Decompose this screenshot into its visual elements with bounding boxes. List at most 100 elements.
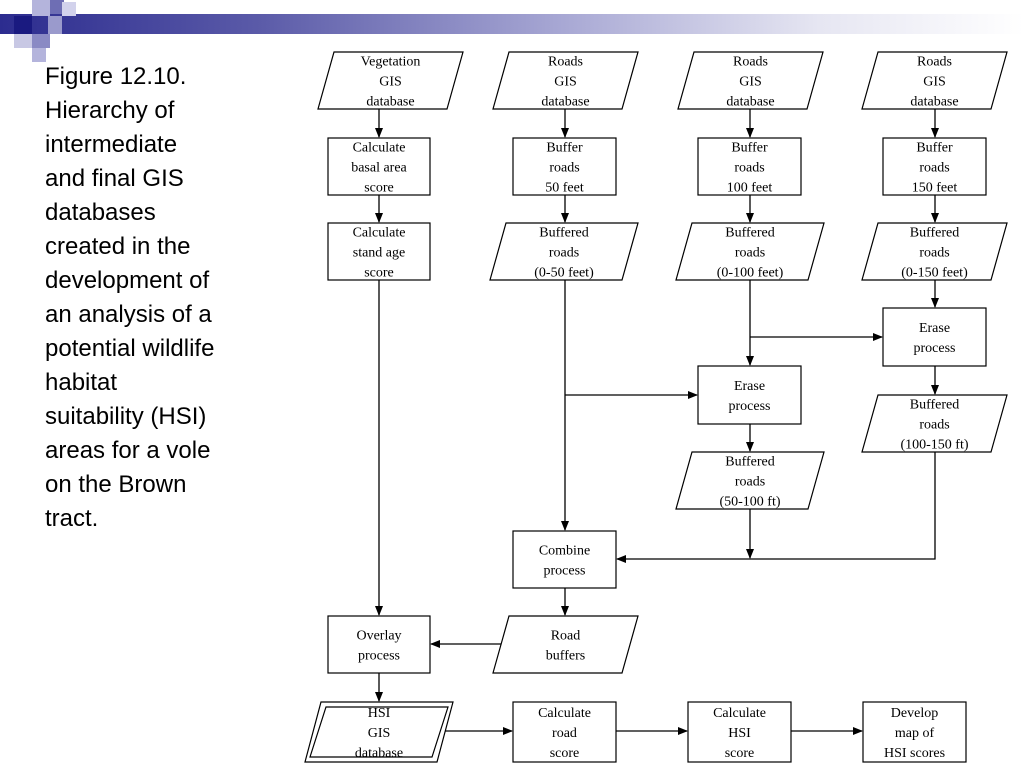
- data-parallelogram: [861, 51, 1008, 110]
- node-label-line: roads: [919, 418, 949, 433]
- data-parallelogram-inner: [309, 706, 449, 758]
- node-label-line: Roads: [548, 55, 583, 70]
- node-label-line: 100 feet: [727, 181, 773, 196]
- node-label-line: basal area: [351, 161, 407, 176]
- node-label-line: (0-100 feet): [717, 266, 784, 281]
- node-erase-right: Erase process: [882, 307, 987, 367]
- node-label-line: Buffered: [910, 226, 960, 241]
- node-label-line: Buffer: [916, 141, 953, 156]
- data-parallelogram: [317, 51, 464, 110]
- node-buffered-50-100: Buffered roads (50-100 ft): [675, 451, 825, 510]
- decor-square-light-1: [32, 0, 50, 16]
- data-parallelogram: [861, 394, 1008, 453]
- node-label-line: score: [725, 746, 755, 761]
- node-label-line: HSI: [368, 706, 391, 721]
- title-bar-gradient: [0, 14, 1024, 34]
- node-calc-road: Calculate road score: [512, 701, 617, 763]
- data-parallelogram: [492, 51, 639, 110]
- data-parallelogram: [677, 51, 824, 110]
- decor-square-mid-1: [50, 0, 64, 14]
- node-label-line: Calculate: [538, 706, 591, 721]
- decor-square-light-3: [14, 34, 32, 48]
- data-parallelogram: [861, 222, 1008, 281]
- node-label-line: Vegetation: [361, 55, 421, 70]
- node-buffered-0-50: Buffered roads (0-50 feet): [489, 222, 639, 281]
- decor-square-light-2: [62, 2, 76, 16]
- node-label-line: roads: [549, 246, 579, 261]
- node-label-line: Buffered: [725, 455, 775, 470]
- node-label-line: GIS: [923, 75, 946, 90]
- node-label-line: (50-100 ft): [719, 495, 780, 510]
- node-label-line: process: [914, 341, 956, 356]
- node-label-line: database: [366, 95, 414, 110]
- node-label-line: process: [358, 649, 400, 664]
- process-box: [327, 137, 431, 196]
- node-label-line: Buffered: [539, 226, 589, 241]
- node-label-line: Combine: [539, 544, 590, 559]
- node-label-line: Erase: [919, 321, 950, 336]
- data-parallelogram: [304, 701, 454, 763]
- node-label-line: Roads: [917, 55, 952, 70]
- node-label-line: Buffer: [546, 141, 583, 156]
- decor-square-mid-3: [48, 16, 62, 34]
- node-label-line: (0-50 feet): [534, 266, 594, 281]
- node-label-line: roads: [919, 246, 949, 261]
- process-box: [512, 701, 617, 763]
- data-parallelogram: [489, 222, 639, 281]
- node-label-line: road: [552, 726, 577, 741]
- node-label-line: score: [364, 266, 394, 281]
- process-box: [327, 615, 431, 674]
- node-label-line: Calculate: [713, 706, 766, 721]
- node-label-line: stand age: [353, 246, 405, 261]
- node-label-line: map of: [895, 726, 935, 741]
- node-label-line: GIS: [739, 75, 762, 90]
- node-stand-age: Calculate stand age score: [327, 222, 431, 281]
- process-box: [697, 365, 802, 425]
- node-label-line: HSI: [728, 726, 751, 741]
- node-label-line: Overlay: [356, 629, 401, 644]
- node-label-line: database: [541, 95, 589, 110]
- node-label-line: buffers: [546, 649, 585, 664]
- node-label-line: Develop: [891, 706, 938, 721]
- node-label-line: Buffered: [910, 398, 960, 413]
- decor-square-mid-2: [32, 34, 50, 48]
- process-box: [327, 222, 431, 281]
- node-label-line: Roads: [733, 55, 768, 70]
- process-box: [882, 307, 987, 367]
- node-label-line: process: [729, 399, 771, 414]
- process-box: [512, 530, 617, 589]
- connector-arrow: [616, 452, 936, 563]
- node-label-line: Calculate: [353, 226, 406, 241]
- node-label-line: score: [550, 746, 580, 761]
- node-label-line: database: [355, 746, 403, 761]
- node-buffer-50: Buffer roads 50 feet: [512, 137, 617, 196]
- node-label-line: Calculate: [353, 141, 406, 156]
- node-label-line: 50 feet: [545, 181, 584, 196]
- figure-caption: Figure 12.10. Hierarchy of intermediate …: [45, 63, 215, 532]
- data-parallelogram: [675, 222, 825, 281]
- node-label-line: Erase: [734, 379, 765, 394]
- node-label-line: Buffered: [725, 226, 775, 241]
- node-road-buffers: Road buffers: [492, 615, 639, 674]
- node-label-line: GIS: [554, 75, 577, 90]
- node-label-line: roads: [735, 475, 765, 490]
- node-label-line: roads: [919, 161, 949, 176]
- process-box: [862, 701, 967, 763]
- node-label-line: Road: [551, 629, 581, 644]
- node-label-line: roads: [549, 161, 579, 176]
- node-label-line: roads: [734, 161, 764, 176]
